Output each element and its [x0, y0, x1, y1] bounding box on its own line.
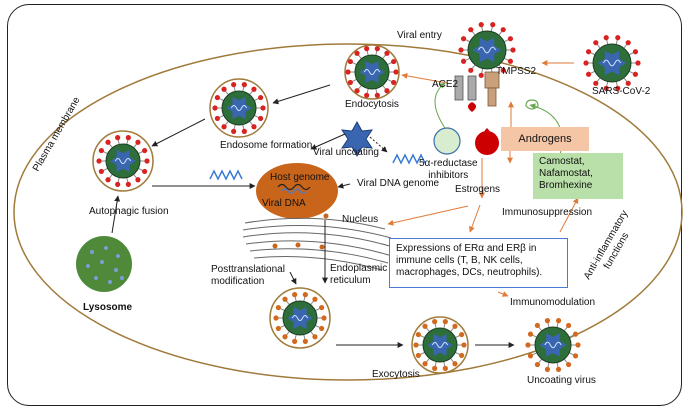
virus-sars-cov-2-icon [583, 35, 641, 91]
drugs-label: Camostat, Nafamostat, Bromhexine [539, 156, 593, 191]
cell-membrane [13, 43, 683, 381]
estrogens-drop [475, 131, 499, 155]
lysosome-enzymes [86, 246, 124, 284]
posttranslational-label: Posttranslational modification [211, 264, 285, 287]
autophagic-vesicle [92, 130, 154, 192]
viral-entry-label: Viral entry [397, 30, 442, 41]
tmpss2-label: TMPSS2 [496, 66, 537, 77]
viral-dna-genome-label: Viral DNA genome [357, 178, 440, 189]
endocytosis-vesicle [344, 44, 400, 100]
lysosome-shape [76, 236, 132, 292]
host-genome-label: Host genome [270, 172, 330, 183]
virus-er-icon [273, 292, 327, 344]
autophagic-fusion-label: Autophagic fusion [89, 206, 169, 217]
immunosuppression-label: Immunosuppression [502, 207, 593, 218]
virus-exocytosis-icon [413, 319, 467, 371]
drugs-box: Camostat, Nafamostat, Bromhexine [533, 153, 623, 199]
ribosome-dots [272, 211, 329, 250]
virus-uncoating-icon [525, 318, 581, 372]
estrogen-receptor-drop [468, 102, 476, 112]
estrogens-label: Estrogens [455, 184, 501, 195]
arrows-orange [387, 60, 579, 297]
er-label: Endoplasmic reticulum [330, 263, 388, 286]
tmpss2-receptor [484, 71, 500, 107]
viral-dna-label: Viral DNA [262, 198, 306, 209]
androgens-label: Androgens [518, 133, 572, 145]
endocytosis-label: Endocytosis [345, 99, 399, 110]
androgens-box: Androgens [501, 127, 589, 151]
endosome-formation-label: Endosome formation [220, 140, 313, 151]
reductase-label: 5α-reductase inhibitors [419, 158, 478, 181]
ace2-label: ACE2 [432, 79, 459, 90]
er-lines [242, 217, 394, 271]
virus-layer [96, 22, 641, 372]
viral-rna-zigzag-left [209, 169, 243, 181]
virus-endosome-icon [212, 82, 266, 134]
expressions-box: Expressions of ERα and ERβ in immune cel… [389, 238, 568, 288]
viral-uncoating-label: Viral uncoating [313, 147, 379, 158]
nucleus-label: Nucleus [342, 214, 379, 225]
exocytosis-label: Exocytosis [372, 369, 420, 380]
uncoating-virus-label: Uncoating virus [527, 375, 596, 386]
uncoating-star-icon [340, 120, 374, 158]
virus-viral-entry-icon [345, 46, 399, 98]
arrows-black [111, 84, 515, 348]
viral-dna-strand [281, 188, 307, 194]
lysosome-label: Lysosome [83, 302, 133, 313]
er-vesicle [269, 287, 331, 349]
sars-cov-2-label: SARS-CoV-2 [592, 86, 651, 97]
endosome-vesicle [209, 78, 269, 138]
virus-at-receptor-icon [458, 22, 516, 78]
drug-binding-site [525, 99, 539, 110]
host-genome-strand [277, 183, 311, 191]
exocytosis-vesicle [411, 316, 469, 374]
immunomodulation-label: Immunomodulation [510, 297, 596, 308]
expressions-label: Expressions of ERα and ERβ in immune cel… [396, 243, 543, 278]
virus-autophagic-icon [96, 135, 150, 187]
ace2-receptor [454, 75, 477, 101]
nucleus-shape [256, 163, 338, 219]
reductase-inhibitor-circle [433, 127, 461, 155]
viral-rna-zigzag-right [392, 153, 426, 165]
